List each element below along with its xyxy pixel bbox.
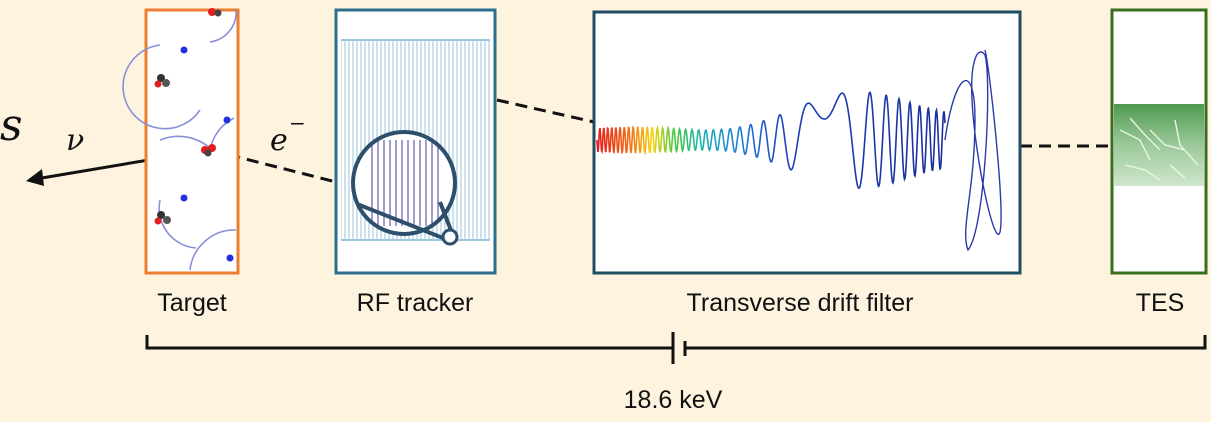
tritium-molecules (154, 8, 222, 225)
label-rf-tracker: RF tracker (357, 289, 474, 317)
svg-text:−: − (289, 111, 306, 135)
connector-rf-to-filter (496, 98, 595, 124)
voltage-bracket (145, 332, 1207, 364)
neutrino-symbol: ν (66, 123, 84, 158)
label-target: Target (157, 289, 227, 317)
label-tes: TES (1136, 289, 1185, 317)
tes-chip-pattern (1119, 117, 1199, 181)
hydrogen-atoms (180, 46, 234, 262)
magnifier-icon (351, 130, 459, 246)
electron-symbol: e − (270, 111, 306, 158)
drift-filter-box (592, 10, 1022, 275)
label-drift-filter: Transverse drift filter (687, 289, 914, 317)
label-voltage: 18.6 keV (624, 386, 723, 414)
rf-tracker-box (334, 8, 497, 275)
electron-trajectory (596, 49, 1002, 252)
target-box (122, 8, 240, 275)
left-symbol: s (0, 100, 23, 151)
svg-text:e: e (270, 123, 288, 158)
tes-box (1110, 8, 1208, 275)
